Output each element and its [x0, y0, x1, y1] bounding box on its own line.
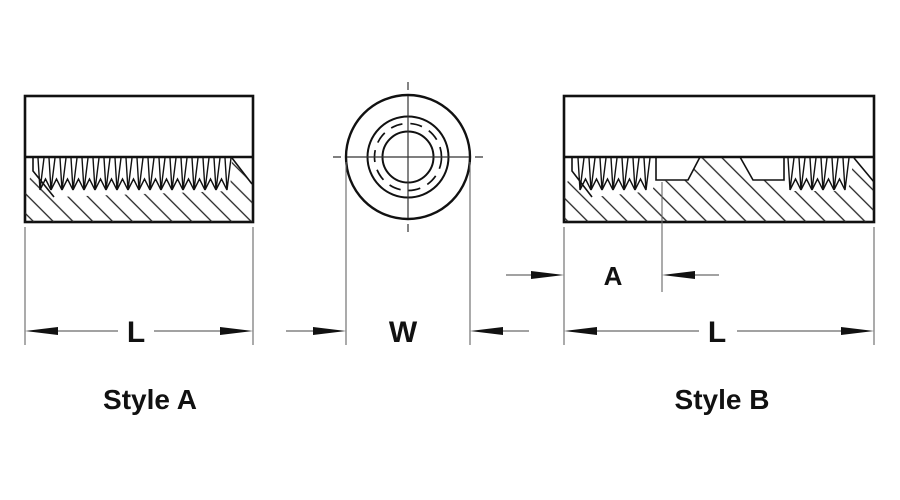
arrowhead-right-icon [841, 327, 874, 335]
style-a-right-chamfer [231, 157, 253, 185]
style-b-drill-relief-lines [655, 156, 785, 181]
dim-label-L-b: L [708, 316, 726, 349]
arrowhead-right-icon [220, 327, 253, 335]
end-view-dimension-W: W [286, 162, 529, 349]
style-a-section-hatch [25, 159, 253, 222]
dim-label-A: A [604, 261, 623, 291]
arrowhead-left-icon [470, 327, 503, 335]
style-b-right-chamfer [853, 157, 875, 183]
style-a-dimension-L: L [24, 227, 254, 349]
style-b-left-chamfer [571, 158, 593, 198]
style-b-dimension-A: A [506, 182, 719, 292]
arrowhead-left-icon [662, 271, 695, 279]
style-b-dimension-L: L [563, 227, 875, 349]
center-lines [333, 82, 483, 232]
dim-label-W: W [389, 316, 418, 349]
style-b-section-hatch [564, 158, 874, 222]
style-a-thread-profile [37, 157, 232, 191]
arrowhead-left-icon [564, 327, 597, 335]
dim-label-L-a: L [127, 316, 145, 349]
arrowhead-right-icon [313, 327, 346, 335]
style-a-view [23, 94, 255, 224]
end-view [333, 82, 483, 232]
arrowhead-right-icon [531, 271, 564, 279]
style-a-caption: Style A [103, 384, 197, 415]
style-b-caption: Style B [675, 384, 770, 415]
style-b-right-thread-profile [787, 157, 850, 191]
arrowhead-left-icon [25, 327, 58, 335]
style-a-left-chamfer [32, 158, 55, 198]
style-b-view [562, 94, 876, 224]
style-b-left-thread-profile [577, 157, 651, 191]
